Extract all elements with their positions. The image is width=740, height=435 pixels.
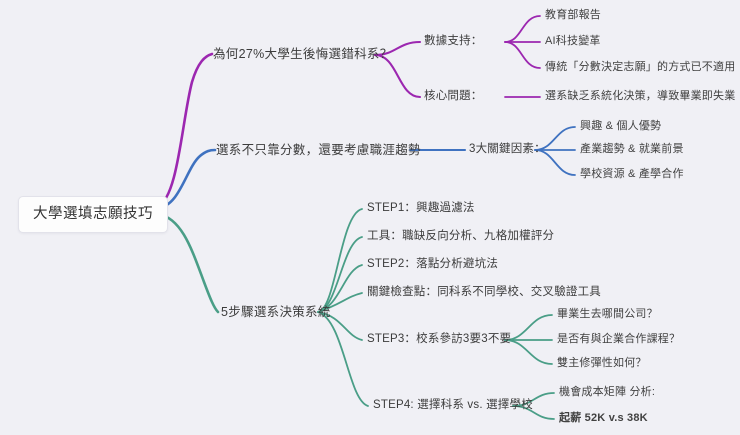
branch-line-data-to-tradition bbox=[504, 41, 541, 69]
subtopic-step4[interactable]: STEP4: 選擇科系 vs. 選擇學校 bbox=[373, 399, 533, 411]
branch-line-system-to-tool bbox=[317, 236, 363, 313]
leaf-ai-tech-change[interactable]: AI科技變革 bbox=[545, 35, 601, 47]
branch-line-why-to-core bbox=[373, 53, 422, 99]
branch-line-factors-to-school bbox=[534, 149, 576, 176]
subtopic-tools[interactable]: 工具：職缺反向分析、九格加權評分 bbox=[367, 230, 555, 242]
subtopic-three-key-factors[interactable]: 3大關鍵因素： bbox=[469, 143, 546, 155]
leaf-corporate-courses[interactable]: 是否有與企業合作課程？ bbox=[557, 333, 681, 345]
branch-line-system-to-step4 bbox=[317, 311, 369, 407]
branch-line-root-to-why bbox=[156, 52, 214, 208]
subtopic-data-support[interactable]: 數據支持： bbox=[424, 35, 483, 47]
topic-career-trend[interactable]: 選系不只靠分數，還要考慮職涯趨勢 bbox=[216, 143, 421, 157]
leaf-tradition-outdated[interactable]: 傳統「分數決定志願」的方式已不適用 bbox=[545, 61, 736, 73]
leaf-graduate-companies[interactable]: 畢業生去哪間公司？ bbox=[557, 308, 658, 320]
leaf-double-major-flexibility[interactable]: 雙主修彈性如何？ bbox=[557, 357, 647, 369]
subtopic-key-checkpoint[interactable]: 關鍵檢查點：同科系不同學校、交叉驗證工具 bbox=[367, 286, 601, 298]
leaf-moe-report[interactable]: 教育部報告 bbox=[545, 9, 601, 21]
subtopic-step1[interactable]: STEP1：興趣過濾法 bbox=[367, 202, 475, 214]
leaf-industry-outlook[interactable]: 產業趨勢 & 就業前景 bbox=[580, 143, 684, 155]
subtopic-core-problem[interactable]: 核心問題： bbox=[424, 90, 483, 102]
topic-why-regret[interactable]: 為何27%大學生後悔選錯科系？ bbox=[213, 47, 393, 61]
leaf-starting-salary[interactable]: 起薪 52K v.s 38K bbox=[559, 412, 648, 424]
branch-line-step3-to-company bbox=[504, 314, 553, 341]
subtopic-step2[interactable]: STEP2：落點分析避坑法 bbox=[367, 258, 499, 270]
branch-line-system-to-checkpoint bbox=[317, 292, 363, 313]
topic-five-step-system[interactable]: 5步驟選系決策系統 bbox=[221, 305, 331, 319]
leaf-school-resources[interactable]: 學校資源 & 產學合作 bbox=[580, 168, 684, 180]
branch-line-step3-to-doublemajor bbox=[504, 339, 553, 365]
leaf-no-systematic-decision[interactable]: 選系缺乏系統化決策，導致畢業即失業 bbox=[545, 90, 736, 102]
root-node[interactable]: 大學選填志願技巧 bbox=[18, 196, 168, 234]
subtopic-step3[interactable]: STEP3：校系參訪3要3不要 bbox=[367, 333, 512, 345]
branch-line-root-to-trend bbox=[156, 148, 217, 210]
branch-line-step4-to-salary bbox=[512, 405, 555, 420]
leaf-interest-strength[interactable]: 興趣 & 個人優勢 bbox=[580, 120, 662, 132]
leaf-opportunity-cost-matrix[interactable]: 機會成本矩陣 分析: bbox=[559, 386, 656, 398]
branch-line-system-to-step3 bbox=[317, 311, 363, 341]
branch-line-data-to-moe bbox=[504, 15, 541, 43]
branch-line-root-to-system bbox=[156, 212, 220, 314]
branch-line-system-to-step1 bbox=[317, 208, 363, 313]
